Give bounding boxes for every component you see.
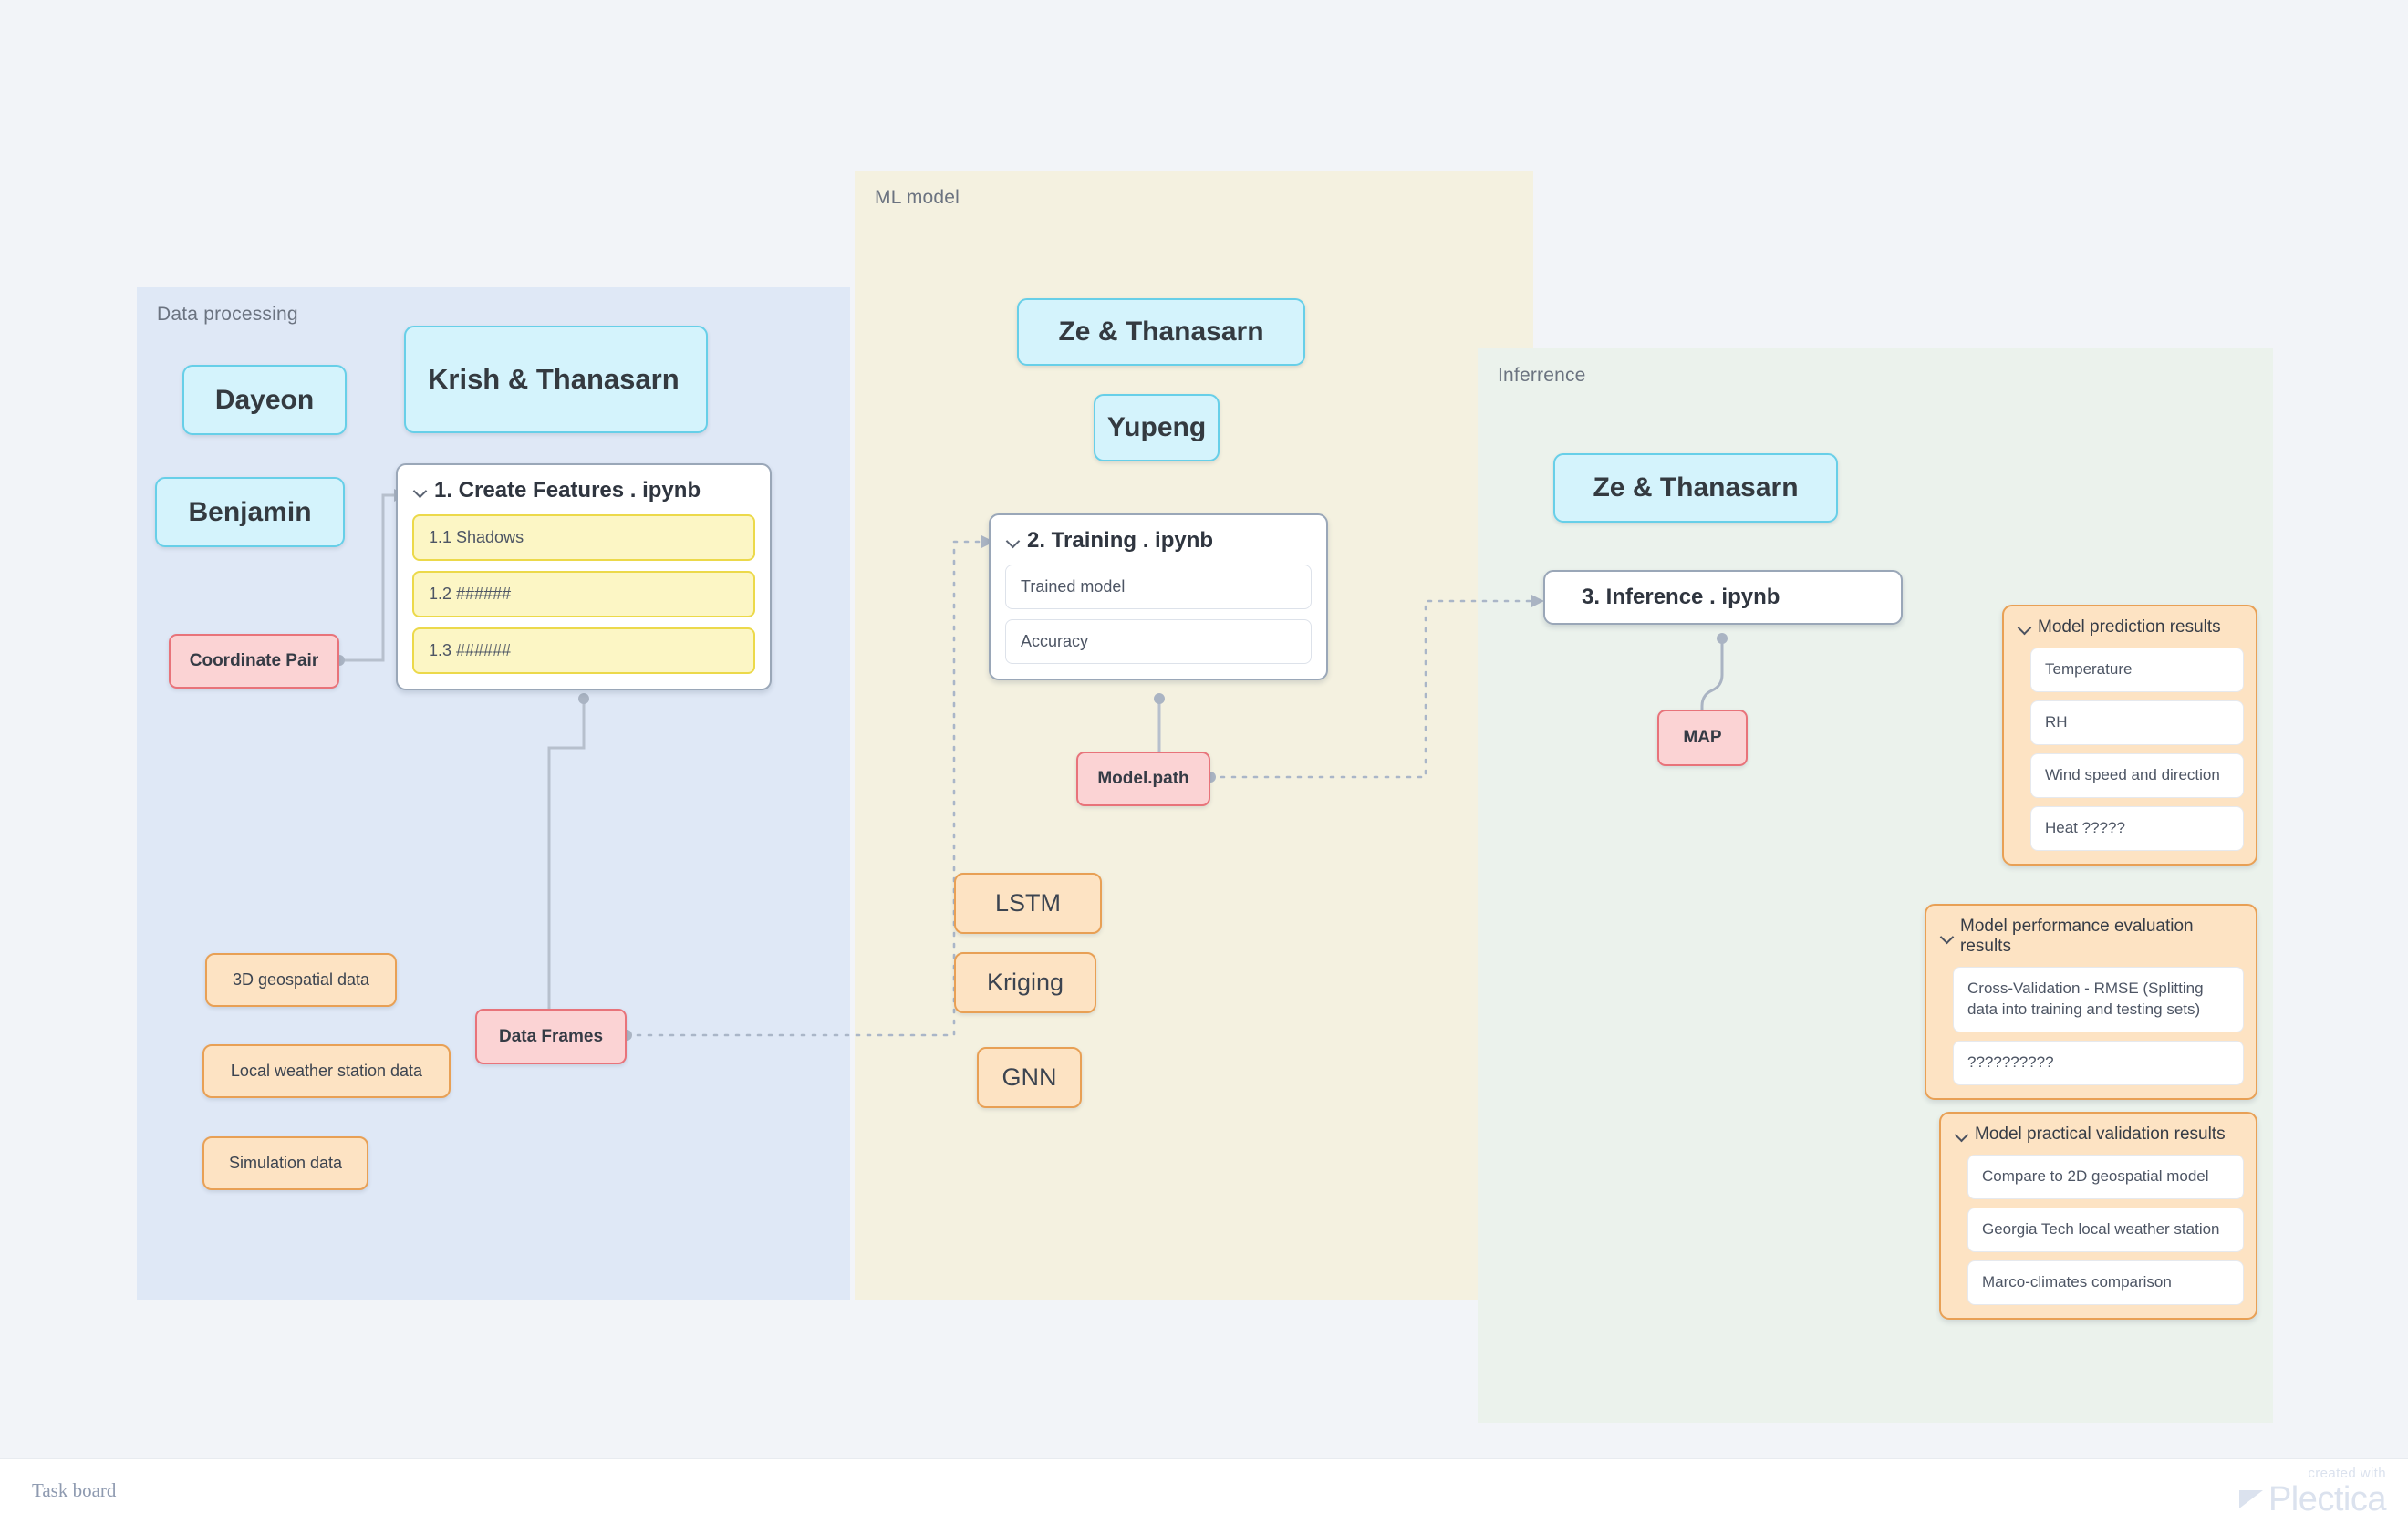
notebook-title: 1. Create Features . ipynb bbox=[434, 478, 701, 503]
chevron-down-icon[interactable] bbox=[1941, 930, 1954, 943]
person-card-yupeng[interactable]: Yupeng bbox=[1094, 394, 1220, 461]
notebook-header[interactable]: 2. Training . ipynb bbox=[1005, 528, 1312, 554]
person-card-label: Yupeng bbox=[1106, 412, 1207, 442]
result-item[interactable]: Marco-climates comparison bbox=[1967, 1260, 2244, 1305]
section-title-ml-model: ML model bbox=[875, 187, 960, 208]
result-item[interactable]: Compare to 2D geospatial model bbox=[1967, 1155, 2244, 1199]
artifact-label: Coordinate Pair bbox=[189, 651, 319, 670]
result-group-model-prediction-results[interactable]: Model prediction results Temperature RH … bbox=[2002, 605, 2258, 866]
notebook-create-features[interactable]: 1. Create Features . ipynb 1.1 Shadows 1… bbox=[396, 463, 772, 690]
section-title-data-processing: Data processing bbox=[157, 304, 298, 325]
method-label: LSTM bbox=[994, 889, 1061, 917]
notebook-row[interactable]: 1.3 ###### bbox=[412, 627, 755, 674]
result-item[interactable]: Wind speed and direction bbox=[2030, 752, 2244, 798]
watermark-brand-text: Plectica bbox=[2268, 1480, 2387, 1519]
method-card-kriging[interactable]: Kriging bbox=[954, 952, 1096, 1013]
method-label: Kriging bbox=[986, 969, 1064, 996]
chevron-down-icon[interactable] bbox=[414, 484, 427, 497]
result-group-header[interactable]: Model prediction results bbox=[2016, 617, 2244, 638]
data-source-label: Local weather station data bbox=[230, 1062, 423, 1080]
notebook-title: 2. Training . ipynb bbox=[1027, 528, 1214, 553]
footer-bar: Task board created with Plectica bbox=[0, 1458, 2408, 1524]
result-item[interactable]: RH bbox=[2030, 700, 2244, 745]
notebook-title: 3. Inference . ipynb bbox=[1582, 585, 1780, 609]
artifact-label: Model.path bbox=[1097, 769, 1189, 788]
data-source-label: 3D geospatial data bbox=[232, 970, 370, 989]
result-item[interactable]: Cross-Validation - RMSE (Splitting data … bbox=[1953, 967, 2244, 1032]
method-card-gnn[interactable]: GNN bbox=[977, 1047, 1082, 1108]
artifact-label: Data Frames bbox=[498, 1026, 604, 1046]
data-source-card-simulation[interactable]: Simulation data bbox=[202, 1136, 368, 1190]
person-card-label: Benjamin bbox=[188, 496, 312, 527]
notebook-training[interactable]: 2. Training . ipynb Trained model Accura… bbox=[989, 513, 1328, 680]
person-card-krish-thanasarn[interactable]: Krish & Thanasarn bbox=[404, 326, 708, 433]
person-card-ze-thanasarn-ml[interactable]: Ze & Thanasarn bbox=[1017, 298, 1305, 366]
result-item[interactable]: Heat ????? bbox=[2030, 805, 2244, 851]
person-card-ze-thanasarn-inference[interactable]: Ze & Thanasarn bbox=[1553, 453, 1838, 523]
chevron-down-icon[interactable] bbox=[1007, 534, 1020, 547]
plectica-logo-icon bbox=[2238, 1490, 2263, 1508]
data-source-label: Simulation data bbox=[228, 1154, 343, 1172]
result-group-header[interactable]: Model practical validation results bbox=[1953, 1125, 2244, 1145]
result-group-model-performance-evaluation-results[interactable]: Model performance evaluation results Cro… bbox=[1925, 904, 2258, 1100]
artifact-map[interactable]: MAP bbox=[1657, 710, 1748, 766]
watermark-brand-row: Plectica bbox=[2238, 1480, 2387, 1519]
result-group-title: Model practical validation results bbox=[1975, 1125, 2226, 1144]
notebook-header[interactable]: 3. Inference . ipynb bbox=[1560, 585, 1886, 610]
section-title-inference: Inferrence bbox=[1498, 365, 1586, 386]
data-source-card-local-weather-station[interactable]: Local weather station data bbox=[202, 1044, 451, 1098]
result-group-title: Model prediction results bbox=[2038, 617, 2221, 637]
result-item[interactable]: Georgia Tech local weather station bbox=[1967, 1207, 2244, 1252]
notebook-row[interactable]: Trained model bbox=[1005, 565, 1312, 609]
person-card-label: Krish & Thanasarn bbox=[428, 362, 680, 395]
plectica-watermark: created with Plectica bbox=[2238, 1466, 2387, 1519]
result-item[interactable]: Temperature bbox=[2030, 648, 2244, 692]
watermark-created-with: created with bbox=[2308, 1466, 2386, 1481]
artifact-model-path[interactable]: Model.path bbox=[1076, 752, 1210, 806]
data-source-card-3d-geospatial[interactable]: 3D geospatial data bbox=[205, 953, 397, 1007]
notebook-row[interactable]: 1.1 Shadows bbox=[412, 514, 755, 561]
person-card-label: Ze & Thanasarn bbox=[1058, 316, 1264, 347]
person-card-label: Dayeon bbox=[214, 384, 315, 415]
notebook-row[interactable]: Accuracy bbox=[1005, 619, 1312, 664]
notebook-row[interactable]: 1.2 ###### bbox=[412, 571, 755, 617]
method-label: GNN bbox=[1002, 1063, 1057, 1091]
person-card-dayeon[interactable]: Dayeon bbox=[182, 365, 347, 435]
method-card-lstm[interactable]: LSTM bbox=[954, 873, 1102, 934]
result-item[interactable]: ?????????? bbox=[1953, 1040, 2244, 1085]
notebook-inference[interactable]: 3. Inference . ipynb bbox=[1543, 570, 1903, 625]
artifact-coordinate-pair[interactable]: Coordinate Pair bbox=[169, 634, 339, 689]
artifact-data-frames[interactable]: Data Frames bbox=[475, 1009, 627, 1064]
result-group-header[interactable]: Model performance evaluation results bbox=[1938, 917, 2244, 957]
notebook-header[interactable]: 1. Create Features . ipynb bbox=[412, 478, 755, 503]
result-group-model-practical-validation-results[interactable]: Model practical validation results Compa… bbox=[1939, 1112, 2258, 1320]
person-card-label: Ze & Thanasarn bbox=[1593, 472, 1799, 503]
chevron-down-icon[interactable] bbox=[2019, 621, 2031, 634]
chevron-down-icon[interactable] bbox=[1956, 1128, 1968, 1141]
result-group-title: Model performance evaluation results bbox=[1960, 917, 2194, 956]
person-card-benjamin[interactable]: Benjamin bbox=[155, 477, 345, 547]
task-board-label: Task board bbox=[32, 1479, 117, 1501]
artifact-label: MAP bbox=[1683, 728, 1722, 747]
